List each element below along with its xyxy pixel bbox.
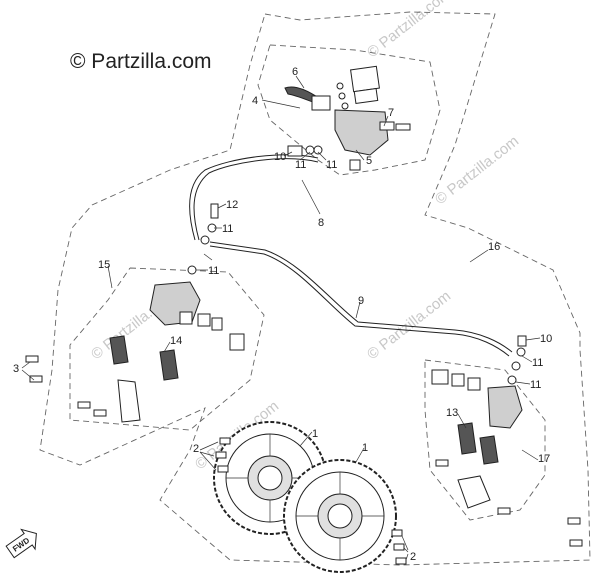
seal-icon [338,92,346,100]
bolt-icon [393,543,405,551]
callout-11: 11 [530,379,541,391]
callout-5: 5 [366,155,372,167]
brake-pad-icon [457,422,477,455]
piston-icon [179,311,193,325]
callout-1: 1 [312,428,318,440]
callout-9: 9 [358,295,364,307]
switch-icon [349,159,361,171]
caliper-body-icon [487,385,523,429]
reservoir-cap-icon [350,65,380,93]
bolt-icon [567,517,581,525]
callout-12: 12 [226,199,238,211]
watermark-tile: © Partzilla.com [432,133,522,209]
brake-disc-icon [283,459,397,573]
bolt-icon [210,203,219,219]
bolt-icon [217,465,229,473]
bolt-icon [25,355,39,363]
callout-11: 11 [208,265,219,277]
forward-arrow-icon: FWD [5,528,37,559]
washer-icon [313,145,323,155]
brake-pad-icon [109,335,129,365]
bolt-icon [517,335,527,347]
washer-icon [305,145,315,155]
caliper-bracket-icon [457,475,491,509]
watermark-main: © Partzilla.com [70,50,212,73]
callout-3: 3 [13,363,19,375]
bolt-icon [77,401,91,409]
lever-pivot-icon [311,95,331,111]
washer-icon [516,347,526,357]
outline-master [257,44,441,176]
master-body-icon [334,109,389,156]
bolt-icon [395,123,411,131]
bolt-icon [391,529,403,537]
hose-8-inner-icon [193,158,319,241]
callout-1: 1 [362,442,368,454]
callout-11: 11 [222,223,233,235]
washer-icon [200,235,210,245]
bolt-icon [569,539,583,547]
joint-bolts [187,203,527,385]
washer-icon [507,375,517,385]
callout-14: 14 [170,335,182,347]
washer-icon [511,361,521,371]
piston-icon [197,313,211,327]
watermark-tile: © Partzilla.com [364,0,454,61]
callout-11: 11 [295,159,306,171]
caliper-bracket-icon [117,379,141,423]
seal-icon [336,82,344,90]
hose-9-inner-icon [209,245,510,357]
hose-8-icon [189,154,319,241]
callout-13: 13 [446,407,458,419]
bolt-icon [215,451,227,459]
callout-2: 2 [193,443,199,455]
callout-10: 10 [540,333,552,345]
callout-7: 7 [388,107,394,119]
brake-pad-icon [159,349,179,381]
hose-9-icon [209,241,513,353]
callout-4: 4 [252,95,258,107]
bolt-icon [219,437,231,445]
callout-6: 6 [292,66,298,78]
group-outlines [39,11,591,566]
callout-17: 17 [538,453,550,465]
right-brake-caliper-icon [431,369,583,547]
callout-2: 2 [410,551,416,563]
bolt-icon [395,557,407,565]
piston-icon [467,377,481,391]
bolt-icon [29,375,43,383]
callout-16: 16 [488,241,500,253]
callout-8: 8 [318,217,324,229]
piston-icon [229,333,245,351]
seal-icon [211,317,223,331]
bolt-icon [379,121,395,131]
callout-11: 11 [326,159,337,171]
callout-15: 15 [98,259,110,271]
seal-icon [341,102,349,110]
banjo-bolt-icon [287,145,303,157]
left-brake-caliper-icon [25,281,245,423]
master-cylinder-icon [284,65,411,171]
bolt-icon [93,409,107,417]
brake-pad-icon [479,435,499,465]
outline-main [39,11,591,566]
seal-icon [451,373,465,387]
bolt-icon [497,507,511,515]
brake-discs [213,421,407,573]
brake-hoses [189,154,513,357]
reservoir-diaphragm-icon [353,87,379,105]
bolt-icon [435,459,449,467]
watermark-tile: © Partzilla.com [364,288,454,364]
washer-icon [187,265,197,275]
callout-11: 11 [532,357,543,369]
piston-icon [431,369,449,385]
leader-lines [21,75,541,561]
outline-left-caliper [69,267,265,431]
callout-10: 10 [274,151,286,163]
outline-right-caliper [424,359,546,521]
callouts: 1 1 2 2 3 4 5 6 7 8 9 10 10 11 11 11 11 … [13,66,552,563]
